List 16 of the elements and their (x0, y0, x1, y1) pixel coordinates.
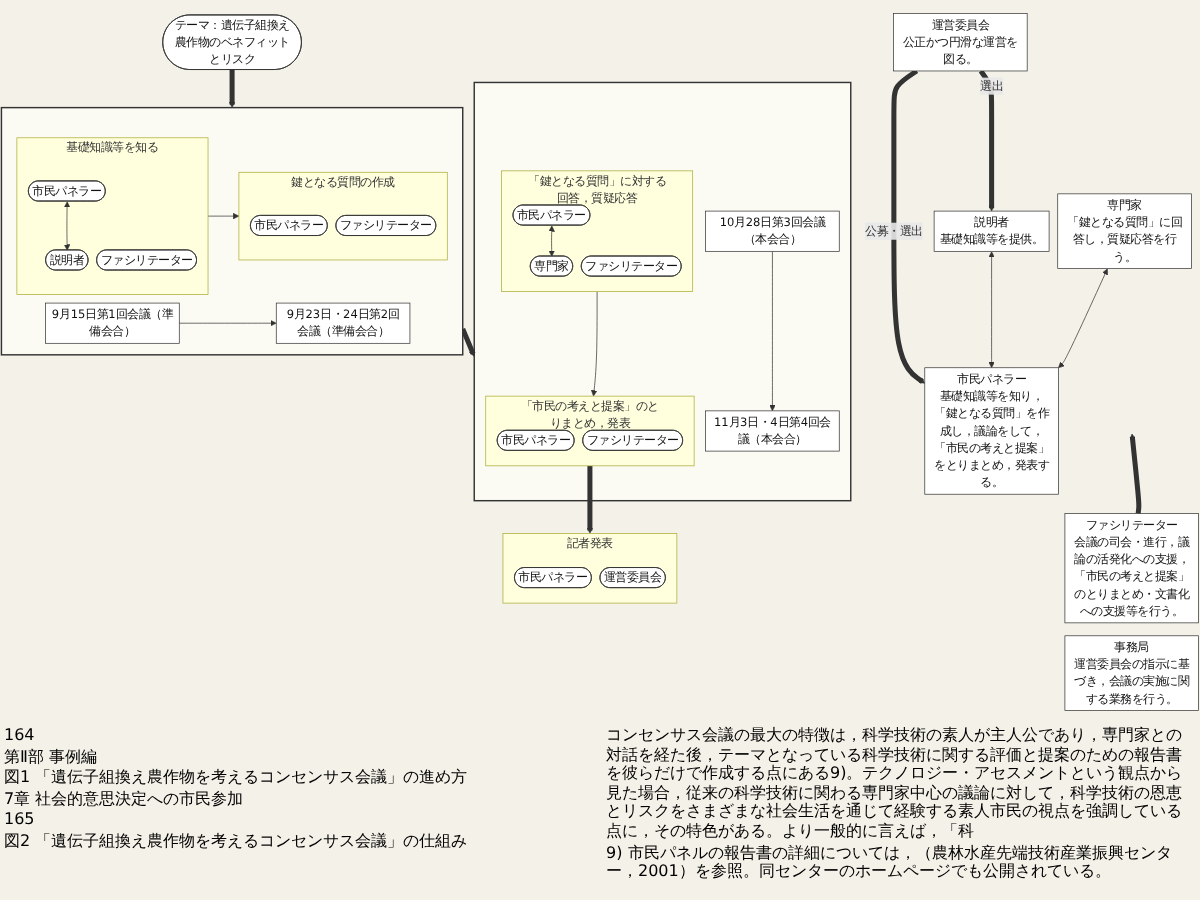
text-label: 第Ⅱ部 事例編 (4, 747, 99, 767)
text-label: コンセンサス会議の最大の特徴は，科学技術の素人が主人公であり，専門家との対話を経た後，テーマとなっている科学技術に関する評価と提案のための報告書を彼らだけで作成する点にある9)。テクノロジー・アセスメントという観点から見た場合，従来の科学技術に関わる専門家中心の議論に対して，科学技術の恩恵とリスクをさまざまな社会生活を通じて経験する素人市民の視点を強調している点に，その特色がある。より一般的に言えば，「科 (606, 726, 1185, 842)
arrow (1129, 433, 1142, 516)
arrow (978, 69, 995, 212)
text-label: 図1 「遺伝子組換え農作物を考えるコンセンサス会議」の進め方 (4, 768, 470, 788)
text-label: 図2 「遺伝子組換え農作物を考えるコンセンサス会議」の仕組み (4, 831, 470, 852)
cluster (0, 106, 464, 356)
text-label: 9) 市民パネルの報告書の詳細については，（農林水産先端技術産業振興センター，2001）を参照。同センターのホームページでも公開されている。 (606, 843, 1174, 882)
cluster (473, 81, 852, 502)
arrow (891, 68, 926, 384)
arrow (586, 465, 594, 534)
text-label: 7章 社会的意思決定への市民参加 (4, 789, 246, 809)
arrow (460, 327, 476, 357)
text-label: 165 (4, 810, 37, 830)
text-label: 164 (4, 726, 37, 746)
arrow (228, 69, 236, 108)
